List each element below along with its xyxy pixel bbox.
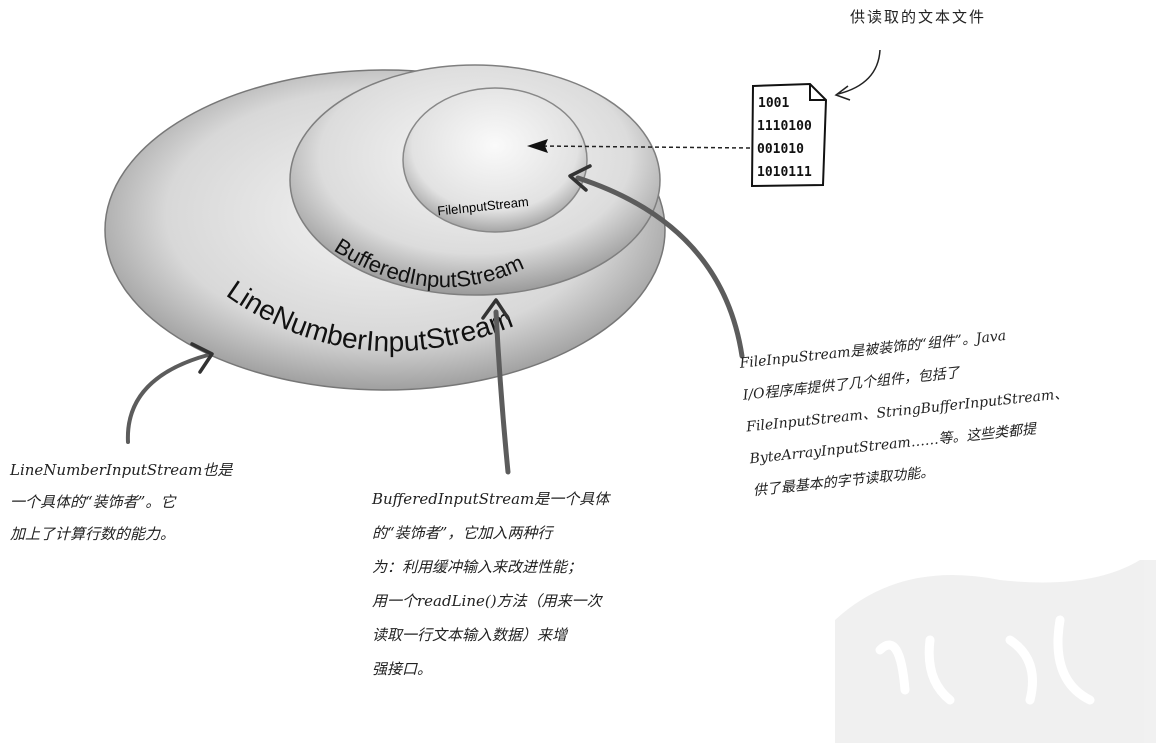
inner-layer-ellipse — [402, 87, 588, 233]
file-line: 1001 — [758, 96, 789, 111]
file-caption: 供读取的文本文件 — [850, 8, 987, 26]
file-line: 1010111 — [757, 165, 812, 180]
caption-arrow — [834, 49, 881, 101]
file-line: 1110100 — [757, 119, 812, 134]
note-buffered: BufferedInputStream是一个具体 的“装饰者”，它加入两种行 为… — [372, 490, 610, 678]
annotation-arrow-line-number — [125, 342, 214, 444]
annotation-arrow-file-input — [568, 164, 745, 359]
text-file-document: 1001 1110100 001010 1010111 — [750, 82, 828, 188]
annotation-arrow-buffered — [481, 298, 511, 475]
data-flow-arrow — [527, 139, 751, 153]
note-line-number: LineNumberInputStream也是 一个具体的“装饰者”。它 加上了… — [10, 461, 233, 543]
watermark-seal — [835, 560, 1156, 743]
file-line: 001010 — [757, 142, 804, 157]
